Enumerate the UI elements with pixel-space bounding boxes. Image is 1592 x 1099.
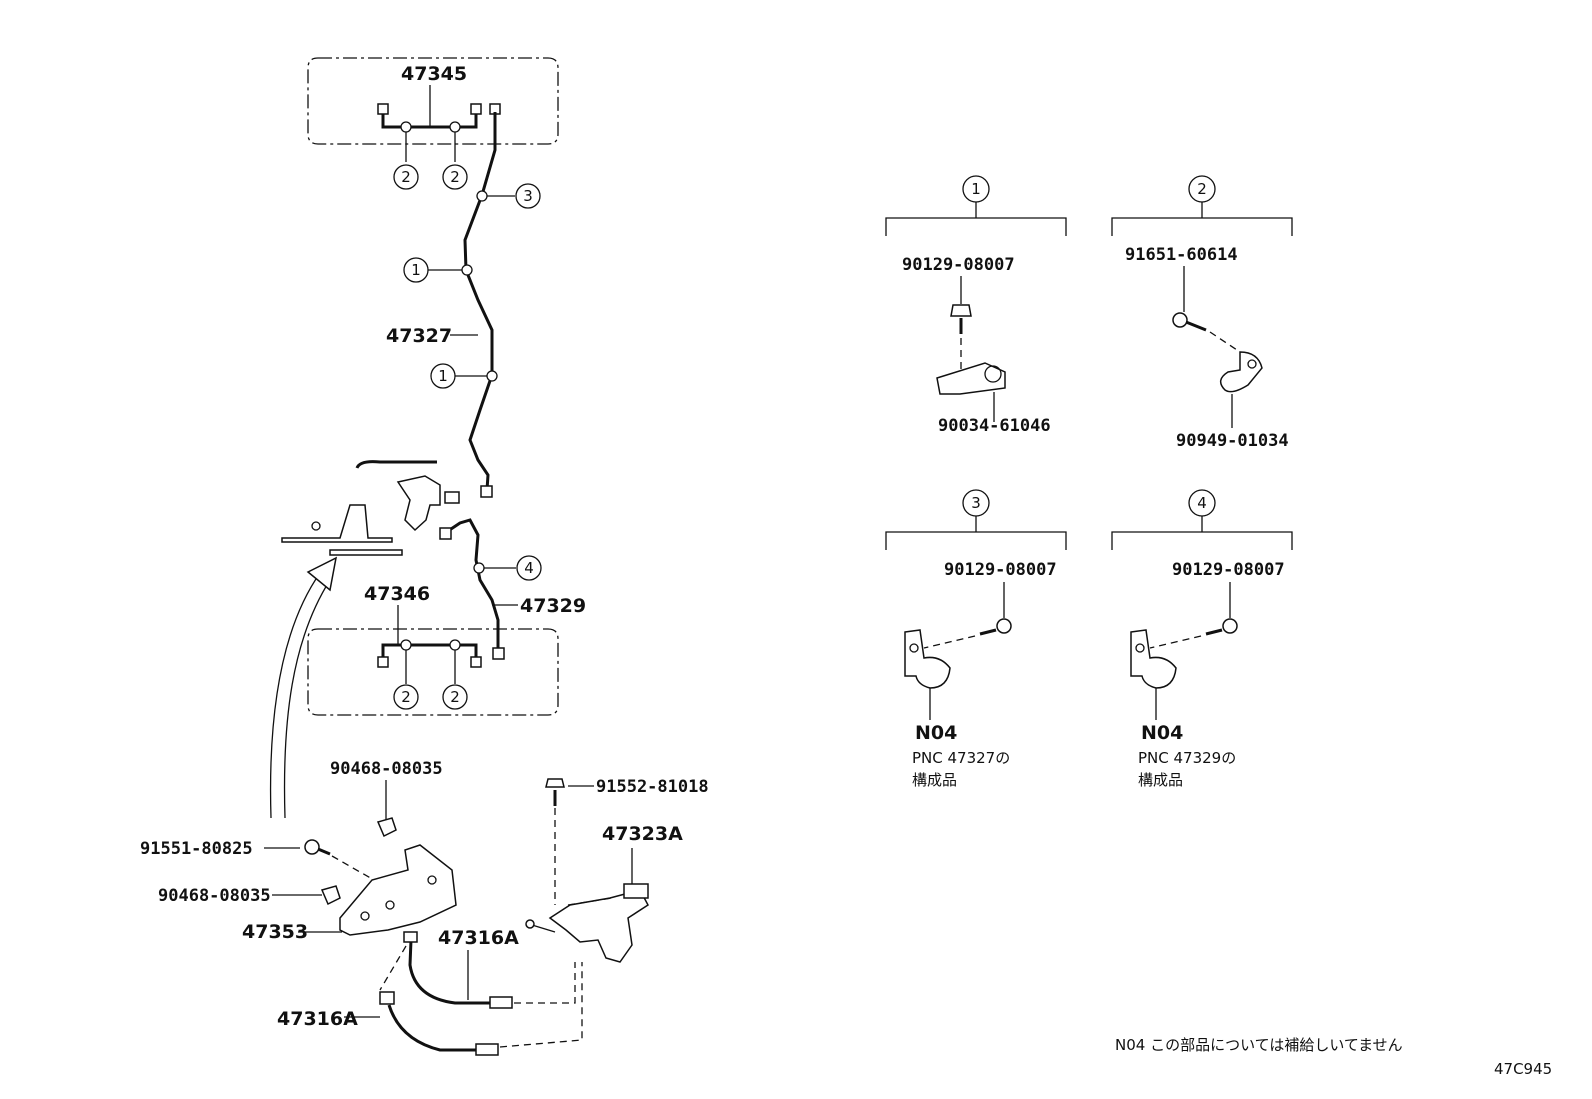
valve-bracket — [548, 889, 649, 963]
diagram-id: 47C945 — [1494, 1060, 1552, 1078]
detail2-clip-label: 90949-01034 — [1176, 431, 1289, 451]
svg-text:2: 2 — [450, 688, 460, 706]
label-91551-80825: 91551-80825 — [140, 839, 253, 859]
detail3-bolt-label: 90129-08007 — [944, 560, 1057, 580]
group-box-47345 — [307, 57, 559, 145]
svg-text:2: 2 — [450, 168, 460, 186]
floor-bracket — [281, 504, 393, 543]
reference-arrow — [269, 572, 321, 819]
hose-clip — [355, 460, 437, 469]
label-47323A: 47323A — [602, 823, 683, 845]
detail1-clip-label: 90034-61046 — [938, 416, 1051, 436]
label-47329: 47329 — [520, 595, 586, 617]
label-47346: 47346 — [364, 583, 430, 605]
detail3-note2: 構成品 — [912, 771, 957, 789]
svg-text:1: 1 — [971, 180, 981, 198]
label-47327: 47327 — [386, 325, 452, 347]
label-47353: 47353 — [242, 921, 308, 943]
svg-text:3: 3 — [523, 187, 533, 205]
detail1-bolt-label: 90129-08007 — [902, 255, 1015, 275]
detail4-note2: 構成品 — [1138, 771, 1183, 789]
bracket-47353 — [339, 844, 457, 936]
detail4-clip — [1130, 629, 1177, 689]
tube-47329 — [444, 518, 500, 652]
detail2-bolt-label: 91651-60614 — [1125, 245, 1238, 265]
detail3-note1: PNC 47327の — [912, 749, 1010, 767]
svg-text:1: 1 — [438, 367, 448, 385]
hose-47316A-lower — [387, 1004, 478, 1052]
harness-47345 — [381, 110, 478, 129]
label-47316A-lower: 47316A — [277, 1008, 358, 1030]
svg-text:2: 2 — [1197, 180, 1207, 198]
svg-text:1: 1 — [411, 261, 421, 279]
label-47345: 47345 — [401, 63, 467, 85]
footnote: N04 この部品については補給しいてません — [1115, 1036, 1403, 1054]
detail3-code: N04 — [915, 722, 957, 744]
mid-bracket — [396, 475, 441, 532]
label-90468-08035-b: 90468-08035 — [158, 886, 271, 906]
tube-47327 — [463, 112, 497, 491]
svg-text:4: 4 — [524, 559, 534, 577]
harness-47346 — [381, 643, 478, 661]
group-box-47346 — [307, 628, 559, 716]
label-90468-08035-a: 90468-08035 — [330, 759, 443, 779]
detail3-clip — [904, 629, 951, 689]
svg-text:4: 4 — [1197, 494, 1207, 512]
hose-47316A-upper — [408, 939, 490, 1005]
detail4-code: N04 — [1141, 722, 1183, 744]
svg-text:2: 2 — [401, 168, 411, 186]
detail1-clip — [936, 362, 1006, 395]
label-47316A-upper: 47316A — [438, 927, 519, 949]
svg-text:2: 2 — [401, 688, 411, 706]
label-91552-81018: 91552-81018 — [596, 777, 709, 797]
detail4-bolt-label: 90129-08007 — [1172, 560, 1285, 580]
detail2-clip — [1219, 351, 1263, 393]
detail4-note1: PNC 47329の — [1138, 749, 1236, 767]
svg-text:3: 3 — [971, 494, 981, 512]
